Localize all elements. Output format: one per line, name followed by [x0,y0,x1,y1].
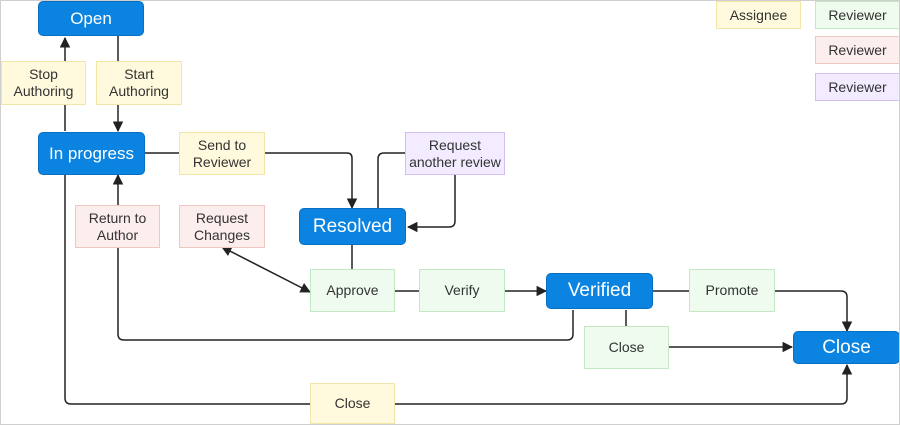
state-close[interactable]: Close [793,331,899,364]
edge-request-changes [221,246,311,293]
label-close-from-in-progress: Close [310,383,395,424]
legend-reviewer-return: Reviewer [815,36,899,64]
label-send-to-reviewer: Send to Reviewer [179,132,265,175]
legend-reviewer-request: Reviewer [815,73,899,101]
state-resolved[interactable]: Resolved [299,208,406,245]
edge-return-to-author [112,173,574,341]
state-in-progress[interactable]: In progress [38,132,145,175]
label-request-changes: Request Changes [179,205,265,248]
label-return-to-author: Return to Author [75,205,160,248]
label-request-another-review: Request another review [405,132,505,175]
state-open[interactable]: Open [38,1,144,36]
label-close-from-verified: Close [584,326,669,369]
label-promote: Promote [689,269,775,312]
label-start-authoring: Start Authoring [96,61,182,105]
legend-assignee: Assignee [716,1,801,29]
legend-reviewer-approve: Reviewer [815,1,899,29]
label-stop-authoring: Stop Authoring [1,61,86,105]
state-verified[interactable]: Verified [546,273,653,309]
label-approve: Approve [310,269,395,312]
label-verify: Verify [419,269,505,312]
